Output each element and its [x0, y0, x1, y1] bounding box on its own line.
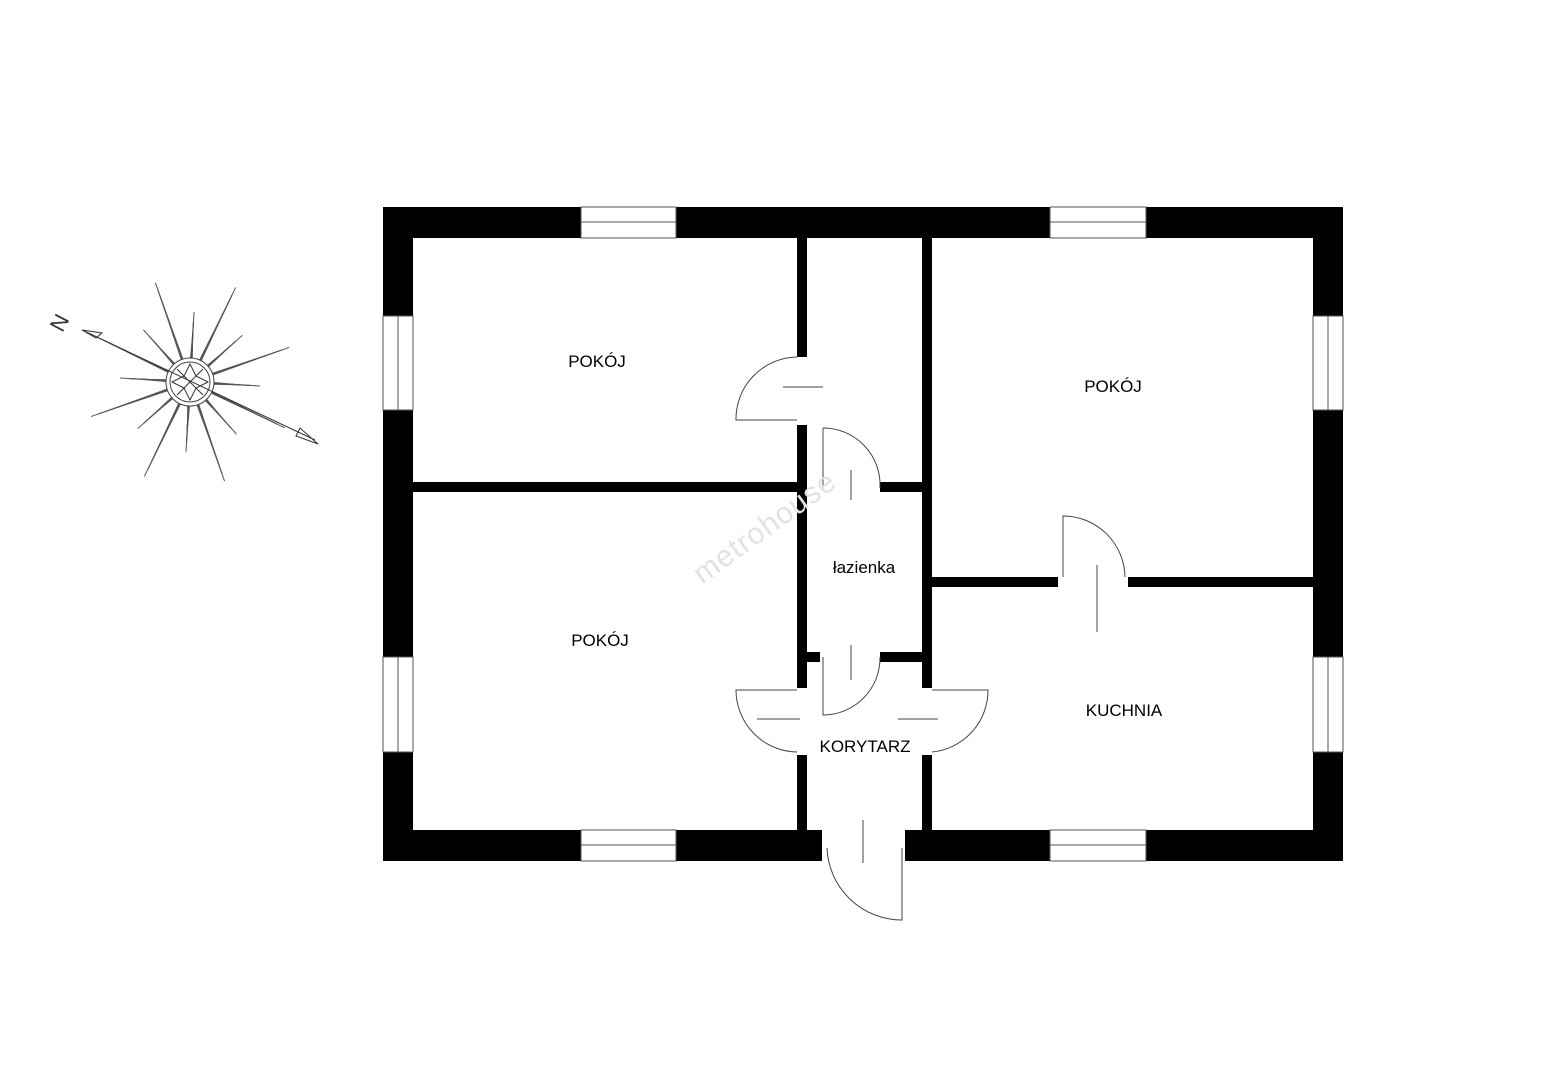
room-label-bathroom: łazienka: [832, 558, 896, 577]
windows: [382, 206, 1344, 862]
walls: [383, 207, 1343, 861]
doors: [735, 356, 1126, 921]
compass-ray: [162, 305, 184, 360]
room-label-bottom-left: POKÓJ: [571, 631, 629, 650]
compass-ray: [159, 347, 176, 364]
room-label-top-right: POKÓJ: [1084, 377, 1142, 396]
compass-ray: [155, 396, 172, 413]
compass-rose: [81, 282, 319, 482]
room-label-corridor: KORYTARZ: [819, 737, 911, 756]
compass-ray: [212, 354, 267, 376]
north-arrow: [81, 329, 316, 441]
room-label-top-left: POKÓJ: [568, 352, 626, 371]
room-label-kitchen: KUCHNIA: [1085, 701, 1163, 720]
compass-ray: [204, 400, 221, 417]
compass-ray: [211, 392, 264, 418]
compass-ray: [200, 308, 226, 361]
compass-ray: [154, 403, 180, 456]
compass-ray: [208, 351, 225, 368]
compass-ray: [113, 388, 168, 410]
compass-ray: [196, 404, 218, 459]
